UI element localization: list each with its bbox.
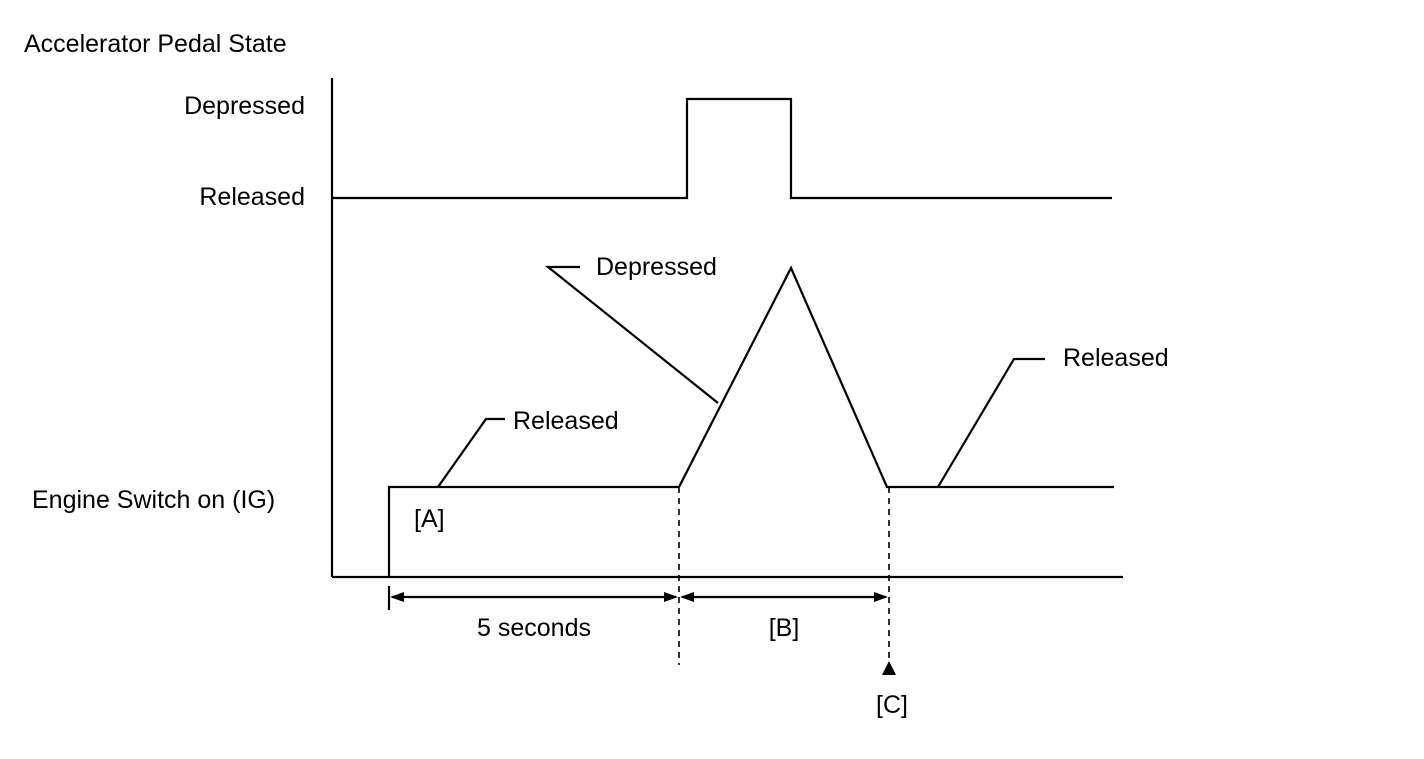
engine-switch-label: Engine Switch on (IG): [32, 486, 275, 514]
dimension-b-arrow-left: [680, 592, 694, 602]
marker-b: [B]: [769, 614, 800, 642]
pedal-released-label: Released: [199, 183, 305, 211]
callout-released-last: Released: [1063, 344, 1169, 372]
dimension-5s-arrow-right: [664, 592, 678, 602]
interval-5-seconds: 5 seconds: [477, 614, 591, 642]
pedal-depressed-label: Depressed: [184, 92, 305, 120]
callout-depressed: Depressed: [596, 253, 717, 281]
callout-leader-depressed: [544, 265, 719, 404]
engine-trace: [387, 265, 1114, 577]
marker-c: [C]: [876, 691, 908, 719]
callout-leader-released-first: [437, 417, 505, 488]
marker-c-arrow-up-icon: [882, 661, 896, 675]
callout-leader-released-last: [937, 357, 1045, 488]
dimension-5s-arrow-left: [390, 592, 404, 602]
callout-released-first: Released: [513, 407, 619, 435]
dimension-b-arrow-right: [874, 592, 888, 602]
marker-a: [A]: [414, 505, 445, 533]
diagram-title: Accelerator Pedal State: [24, 30, 287, 58]
pedal-state-waveform: [332, 97, 1112, 200]
